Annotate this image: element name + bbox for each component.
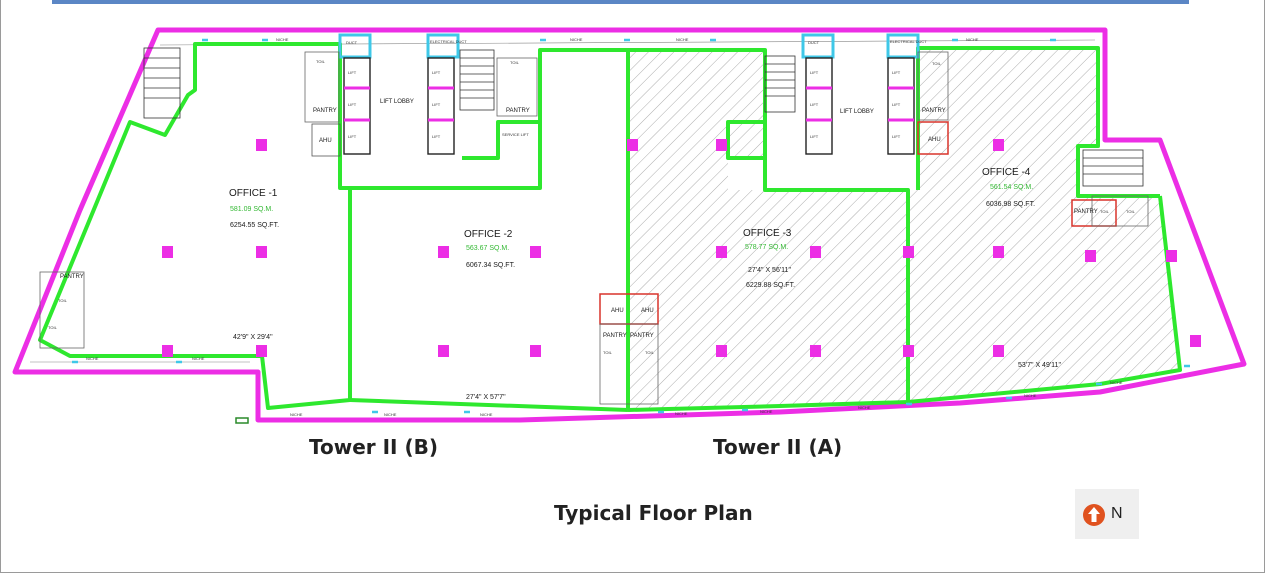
office-4-area-sqft: 6036.98 SQ.FT. <box>986 201 1036 208</box>
tower-b-label: Tower II (B) <box>309 435 438 459</box>
toilet-label-1: TOIL <box>316 59 325 64</box>
lift-label-1: LIFT <box>348 70 357 75</box>
office-4-area-sqm: 561.54 SQ.M. <box>990 184 1034 191</box>
lift-label-4: LIFT <box>432 70 441 75</box>
lift-markers <box>344 86 914 122</box>
niche-label-14: NICHE <box>1110 380 1123 385</box>
niche-label-12: NICHE <box>858 405 871 410</box>
office-1-name: OFFICE -1 <box>229 188 278 199</box>
niche-label-8: NICHE <box>384 412 397 417</box>
office-4-dimension: 53'7" X 49'11" <box>1018 362 1061 369</box>
office-2-dimension: 27'4" X 57'7" <box>466 394 506 401</box>
niche-label-7: NICHE <box>290 412 303 417</box>
lift-label-11: LIFT <box>892 102 901 107</box>
north-arrow-icon <box>1083 504 1105 526</box>
toilet-label-5: TOIL <box>645 350 654 355</box>
stairs <box>143 47 1144 187</box>
office-3-area-sqm: 578.77 SQ.M. <box>745 244 789 251</box>
niche-label-10: NICHE <box>675 411 688 416</box>
lift-shafts <box>343 57 915 155</box>
office-1-dimension: 42'9" X 29'4" <box>233 334 273 341</box>
ahu-left-label: AHU <box>319 138 332 144</box>
tower-a-label: Tower II (A) <box>713 435 843 459</box>
office-1-area-sqm: 581.09 SQ.M. <box>230 206 274 213</box>
niche-label-4: NICHE <box>966 37 979 42</box>
office-4-name: OFFICE -4 <box>982 167 1031 178</box>
office-4-hatch <box>908 48 1180 402</box>
figure-title: Typical Floor Plan <box>554 501 753 525</box>
service-lift-label: SERVICE LIFT <box>502 132 529 137</box>
building-outline <box>12 27 1247 423</box>
toilet-label-6: TOIL <box>58 298 67 303</box>
north-label: N <box>1111 505 1123 522</box>
toilet-label-7: TOIL <box>48 325 57 330</box>
pantry-office-4-label: PANTRY <box>1074 209 1098 215</box>
lift-label-8: LIFT <box>810 102 819 107</box>
office-2-area-sqm: 563.67 SQ.M. <box>466 245 510 252</box>
ahu-right-label: AHU <box>928 137 941 143</box>
pantry-tower-a-label: PANTRY <box>603 333 627 339</box>
niche-label-9: NICHE <box>480 412 493 417</box>
lift-label-9: LIFT <box>810 134 819 139</box>
header-accent-bar <box>52 0 1189 4</box>
pantry-right-label: PANTRY <box>922 108 946 114</box>
toilet-label-3: TOIL <box>932 61 941 66</box>
lift-lobby-left-label: LIFT LOBBY <box>380 99 414 105</box>
lift-label-3: LIFT <box>348 134 357 139</box>
niche-label-1: NICHE <box>276 37 289 42</box>
office-partitions <box>38 42 1182 412</box>
pantry-tower-a-label-2: PANTRY <box>630 333 654 339</box>
niche-label-11: NICHE <box>760 409 773 414</box>
niche-label-6: NICHE <box>192 356 205 361</box>
toilet-label-8: TOIL <box>1100 209 1109 214</box>
office-1-area-sqft: 6254.55 SQ.FT. <box>230 222 280 229</box>
lift-label-12: LIFT <box>892 134 901 139</box>
ahu-center-label: AHU <box>611 308 624 314</box>
electrical-duct-label-2: ELECTRICAL DUCT <box>890 39 927 44</box>
office-3-dimension: 27'4" X 56'11" <box>748 267 791 274</box>
lift-label-5: LIFT <box>432 102 441 107</box>
lift-label-2: LIFT <box>348 102 357 107</box>
facade-windows <box>72 38 1190 414</box>
pantry-left-label: PANTRY <box>313 108 337 114</box>
lift-label-6: LIFT <box>432 134 441 139</box>
electrical-duct-label-1: ELECTRICAL DUCT <box>430 39 467 44</box>
pantry-center-label: PANTRY <box>506 108 530 114</box>
office-3-hatch <box>628 52 908 410</box>
duct-label-2: DUCT <box>808 40 820 45</box>
columns <box>162 139 1201 357</box>
lift-label-7: LIFT <box>810 70 819 75</box>
north-indicator: N <box>1075 489 1139 539</box>
niche-label-5: NICHE <box>86 356 99 361</box>
office-2-area-sqft: 6067.34 SQ.FT. <box>466 262 516 269</box>
pantry-office-1-label: PANTRY <box>60 274 84 280</box>
niche-label-13: NICHE <box>1024 393 1037 398</box>
lift-label-10: LIFT <box>892 70 901 75</box>
niche-label-3: NICHE <box>676 37 689 42</box>
niche-label-2: NICHE <box>570 37 583 42</box>
duct-label-1: DUCT <box>346 40 358 45</box>
ahu-center-label-2: AHU <box>641 308 654 314</box>
toilet-label-4: TOIL <box>603 350 612 355</box>
toilet-label-9: TOIL <box>1126 209 1135 214</box>
lift-lobby-right-label: LIFT LOBBY <box>840 109 874 115</box>
office-2-name: OFFICE -2 <box>464 229 513 240</box>
toilet-label-2: TOIL <box>510 60 519 65</box>
office-3-name: OFFICE -3 <box>743 228 792 239</box>
office-3-area-sqft: 6229.88 SQ.FT. <box>746 282 796 289</box>
